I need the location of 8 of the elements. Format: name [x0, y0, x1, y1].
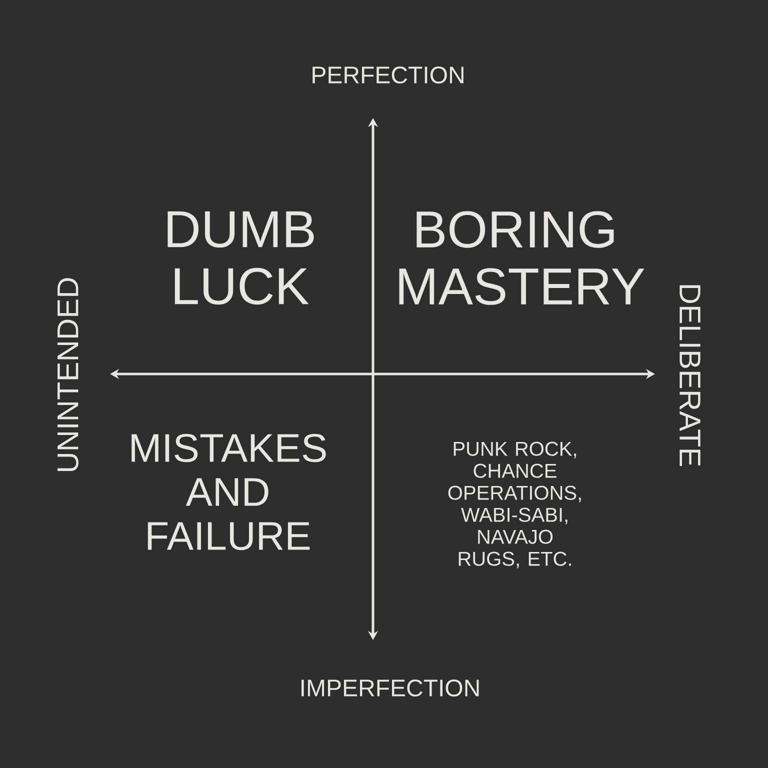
axis-label: PERFECTION — [312, 66, 464, 84]
quadrant-label: BORING MASTERY — [399, 211, 644, 305]
quadrant-label: PUNK ROCK, CHANCE OPERATIONS, WABI-SABI, NAVAJO RUGS, ETC. — [448, 442, 581, 568]
axis-label: DELIBERATE — [680, 285, 700, 466]
axis-label: UNINTENDED — [58, 278, 78, 472]
quadrant-label: MISTAKES AND FAILURE — [132, 434, 326, 550]
axis-label: IMPERFECTION — [302, 680, 479, 696]
quadrant-label: DUMB LUCK — [168, 211, 314, 305]
